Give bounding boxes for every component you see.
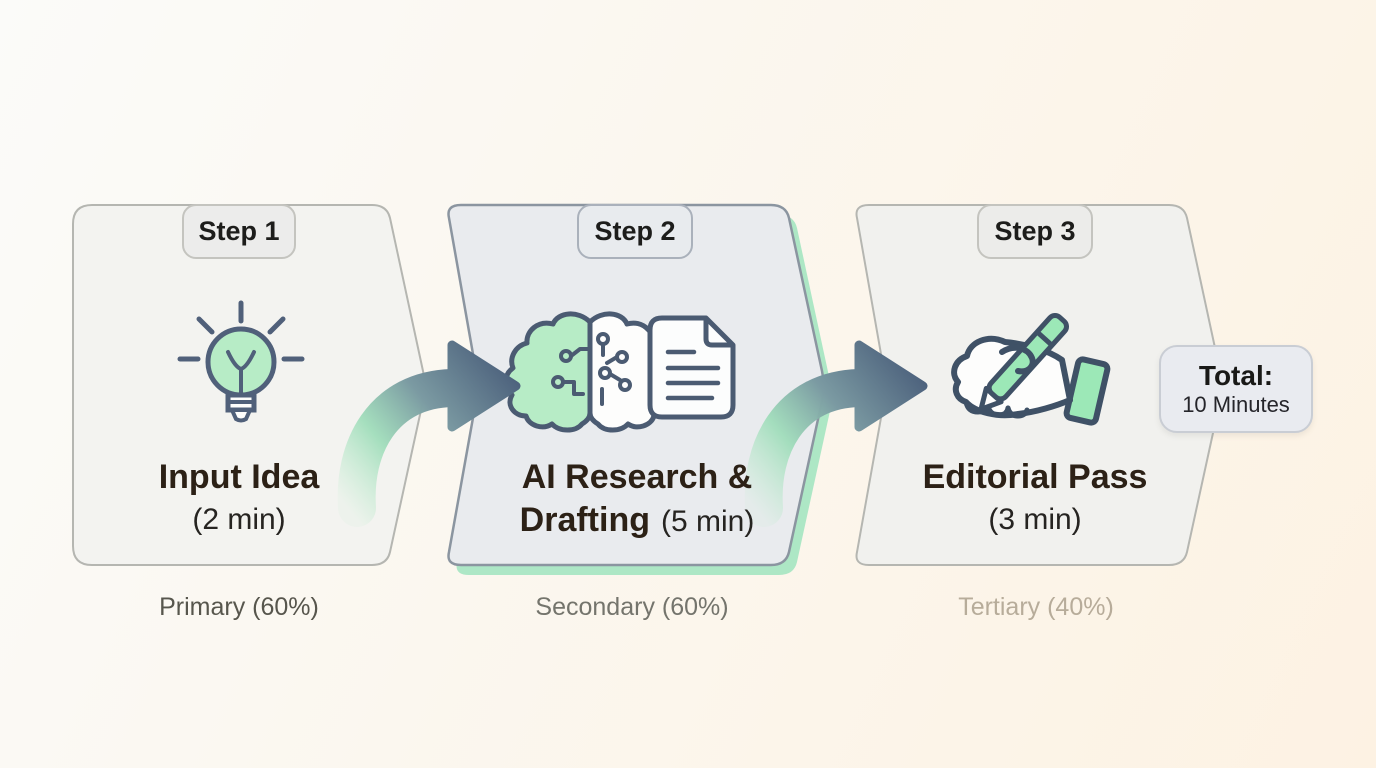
step2-title-line2-bold: Drafting xyxy=(519,501,650,539)
flow-arrow-2-icon xyxy=(744,340,928,527)
step3-tab-label: Step 3 xyxy=(994,216,1076,246)
total-badge-label: Total: xyxy=(1198,360,1274,391)
step1-title: Input Idea xyxy=(158,458,320,496)
step2-caption: Secondary (60%) xyxy=(535,593,729,621)
step2-tab: Step 2 xyxy=(577,204,693,259)
step3-caption: Tertiary (40%) xyxy=(958,593,1114,621)
step1-duration: (2 min) xyxy=(192,503,286,536)
step3-duration: (3 min) xyxy=(988,503,1082,536)
step2-duration: (5 min) xyxy=(660,505,755,538)
step3-title: Editorial Pass xyxy=(922,458,1148,496)
step1-tab-label: Step 1 xyxy=(198,216,280,246)
step3-tab: Step 3 xyxy=(977,204,1093,259)
lightbulb-icon xyxy=(177,300,305,423)
total-badge-value: 10 Minutes xyxy=(1182,392,1290,417)
step2-title-line1: AI Research & xyxy=(521,458,753,496)
hand-writing-icon xyxy=(951,313,1111,426)
flow-arrow-1-icon xyxy=(337,340,521,527)
step2-title-line2: Drafting (5 min) xyxy=(520,501,755,540)
step2-tab-label: Step 2 xyxy=(594,216,676,246)
total-badge: Total: 10 Minutes xyxy=(1159,345,1313,433)
document-icon xyxy=(647,315,736,420)
step1-caption: Primary (60%) xyxy=(159,593,319,621)
step1-tab: Step 1 xyxy=(182,204,296,259)
